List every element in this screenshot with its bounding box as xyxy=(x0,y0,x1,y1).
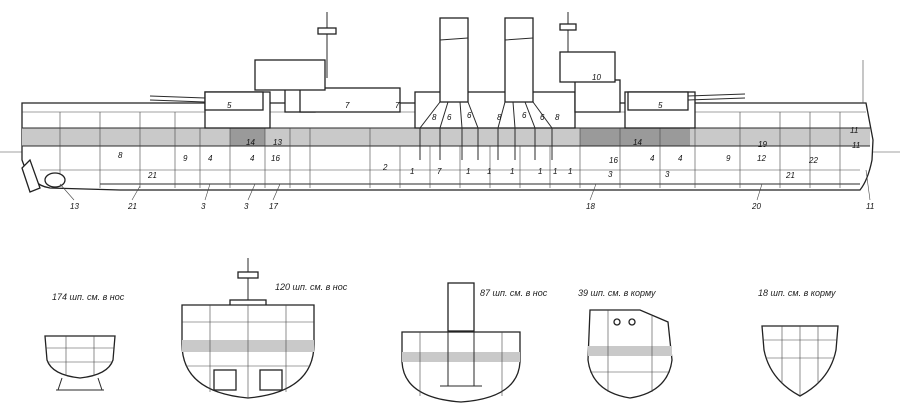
compartment-label: 16 xyxy=(609,156,618,165)
compartment-label: 11 xyxy=(850,126,858,135)
compartment-label: 8 xyxy=(118,151,123,160)
compartment-label: 4 xyxy=(650,154,655,163)
compartment-numbers: 5 7 7 8 6 6 8 6 6 8 5 10 14 13 4 16 4 9 … xyxy=(118,73,860,180)
compartment-label: 22 xyxy=(808,156,818,165)
compartment-label: 14 xyxy=(246,138,255,147)
cross-section-174: 174 шп. см. в нос xyxy=(44,292,125,391)
armor-belt-segment xyxy=(580,128,690,146)
callout-numbers: 13 21 3 3 17 18 20 11 xyxy=(70,202,874,211)
boiler-uptakes xyxy=(419,101,553,160)
compartment-label: 5 xyxy=(658,101,663,110)
compartment-label: 10 xyxy=(592,73,601,82)
compartment-label: 14 xyxy=(633,138,642,147)
longitudinal-profile: 5 7 7 8 6 6 8 6 6 8 5 10 14 13 4 16 4 9 … xyxy=(0,12,900,211)
compartment-label: 1 xyxy=(553,167,557,176)
compartment-label: 6 xyxy=(467,111,472,120)
compartment-label: 6 xyxy=(540,113,545,122)
compartment-label: 3 xyxy=(665,170,670,179)
callout-leaders xyxy=(59,169,871,201)
compartment-label: 1 xyxy=(538,167,542,176)
armor-belt-segment xyxy=(230,128,265,146)
section-caption: 39 шп. см. в корму xyxy=(578,288,656,298)
compartment-label: 1 xyxy=(487,167,491,176)
compartment-label: 21 xyxy=(785,171,795,180)
cross-section-18: 18 шп. см. в корму xyxy=(758,288,839,397)
callout-label: 13 xyxy=(70,202,79,211)
callout-label: 21 xyxy=(127,202,137,211)
compartment-label: 19 xyxy=(758,140,767,149)
cross-section-87: 87 шп. см. в нос xyxy=(401,282,548,403)
section-caption: 120 шп. см. в нос xyxy=(275,282,348,292)
compartment-label: 4 xyxy=(678,154,683,163)
compartment-label: 7 xyxy=(437,167,442,176)
compartment-label: 1 xyxy=(466,167,470,176)
compartment-label: 5 xyxy=(227,101,232,110)
callout-label: 20 xyxy=(751,202,761,211)
gun-turrets xyxy=(149,91,746,111)
compartment-label: 1 xyxy=(410,167,414,176)
section-caption: 18 шп. см. в корму xyxy=(758,288,836,298)
compartment-label: 9 xyxy=(183,154,188,163)
compartment-label: 3 xyxy=(608,170,613,179)
callout-label: 3 xyxy=(201,202,206,211)
bulkheads xyxy=(59,112,841,188)
compartment-label: 2 xyxy=(382,163,388,172)
compartment-label: 16 xyxy=(271,154,280,163)
compartment-label: 4 xyxy=(208,154,213,163)
compartment-label: 6 xyxy=(447,113,452,122)
callout-label: 3 xyxy=(244,202,249,211)
compartment-label: 1 xyxy=(510,167,514,176)
compartment-label: 13 xyxy=(273,138,282,147)
compartment-label: 12 xyxy=(757,154,766,163)
compartment-label: 11 xyxy=(852,141,860,150)
compartment-label: 8 xyxy=(555,113,560,122)
callout-label: 18 xyxy=(586,202,595,211)
compartment-label: 9 xyxy=(726,154,731,163)
callout-label: 11 xyxy=(866,202,874,211)
masts xyxy=(317,12,864,103)
propeller-rudder xyxy=(21,158,66,193)
cross-section-39: 39 шп. см. в корму xyxy=(578,288,673,399)
compartment-label: 1 xyxy=(568,167,572,176)
compartment-label: 21 xyxy=(147,171,157,180)
compartment-label: 4 xyxy=(250,154,255,163)
compartment-label: 6 xyxy=(522,111,527,120)
compartment-label: 7 xyxy=(395,101,400,110)
compartment-label: 8 xyxy=(497,113,502,122)
compartment-label: 7 xyxy=(345,101,350,110)
compartment-label: 8 xyxy=(432,113,437,122)
section-caption: 174 шп. см. в нос xyxy=(52,292,125,302)
section-caption: 87 шп. см. в нос xyxy=(480,288,548,298)
funnels xyxy=(439,17,534,103)
cross-section-120: 120 шп. см. в нос xyxy=(181,258,348,399)
callout-label: 17 xyxy=(269,202,278,211)
armor-belt xyxy=(22,128,870,146)
